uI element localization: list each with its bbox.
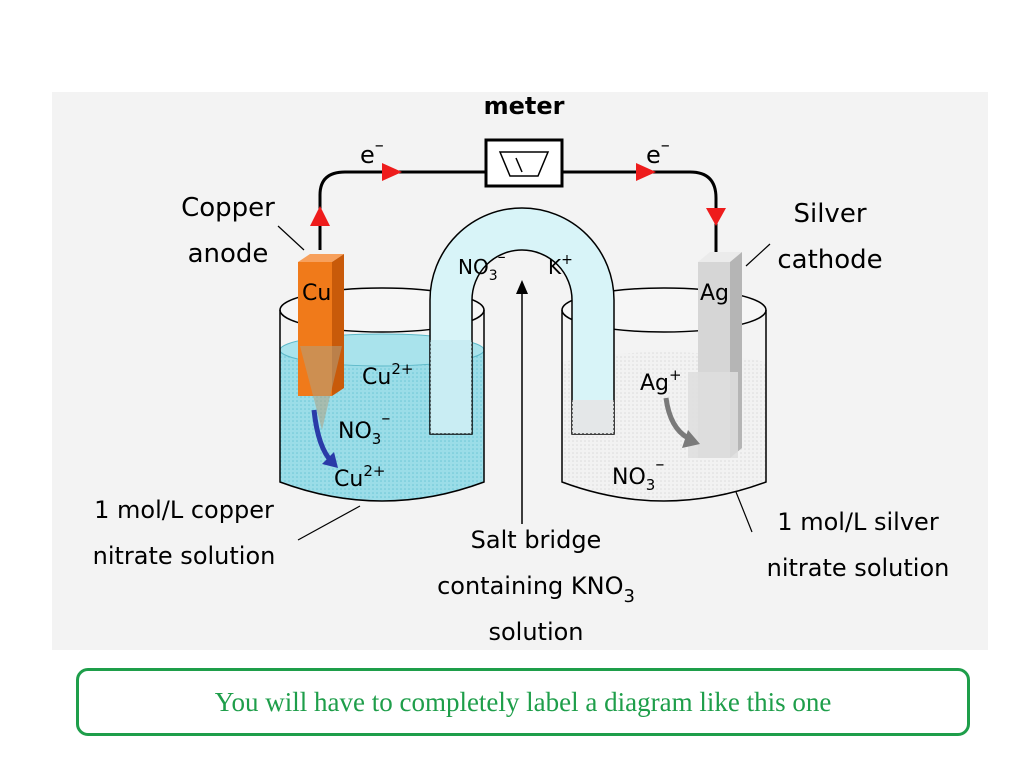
right-solution-leader — [735, 491, 753, 533]
salt-bridge-label-line3: solution — [488, 618, 583, 646]
salt-bridge-label-line1: Salt bridge — [471, 526, 602, 554]
electron-arrow-down — [706, 208, 726, 226]
left-solution-label-line2: nitrate solution — [93, 542, 276, 570]
ag-ion-arrowhead — [682, 430, 700, 448]
copper-anode-label-line2: anode — [188, 239, 269, 269]
copper-anode-leader — [277, 225, 305, 251]
right-ag-ion-label: Ag+ — [640, 366, 682, 396]
cu-ion-arrowhead — [322, 452, 338, 468]
salt-bridge-leader-arrowhead — [516, 280, 528, 294]
left-solution-label-line1: 1 mol/L copper — [94, 496, 274, 524]
meter-gauge-icon — [484, 138, 564, 188]
electron-label-right: e– — [646, 135, 670, 169]
silver-electrode — [688, 252, 742, 458]
right-no3-label: NO3– — [612, 454, 664, 494]
ag-ion-arrow — [663, 397, 690, 441]
silver-cathode-label-line2: cathode — [777, 245, 882, 275]
salt-bridge — [429, 207, 615, 435]
electron-arrow-up — [310, 206, 330, 226]
copper-electrode — [298, 254, 344, 430]
left-cu-ion-label: Cu2+ — [362, 360, 413, 390]
left-solution-leader — [297, 505, 361, 541]
silver-cathode-label-line1: Silver — [793, 199, 866, 229]
meter-label: meter — [484, 92, 565, 120]
left-cu-ion-bottom-label: Cu2+ — [334, 462, 385, 492]
right-solution-label-line2: nitrate solution — [767, 554, 950, 582]
electron-label-left: e– — [360, 135, 384, 169]
external-wire — [318, 170, 718, 252]
bridge-k-label: K+ — [548, 252, 573, 279]
bridge-no3-label: NO3– — [458, 247, 506, 284]
cu-electrode-label: Cu — [302, 281, 331, 306]
electron-arrow-right-left — [382, 163, 402, 181]
right-solution-label-line1: 1 mol/L silver — [777, 508, 939, 536]
copper-anode-label-line1: Copper — [181, 193, 275, 223]
caption-box: You will have to completely label a diag… — [76, 668, 970, 736]
ag-electrode-label: Ag — [700, 281, 729, 306]
silver-cathode-leader — [745, 243, 771, 267]
caption-text: You will have to completely label a diag… — [214, 686, 832, 717]
electron-arrow-right-right — [636, 163, 656, 181]
left-no3-label: NO3– — [338, 408, 390, 448]
salt-bridge-label-line2: containing KNO3 — [437, 572, 635, 607]
